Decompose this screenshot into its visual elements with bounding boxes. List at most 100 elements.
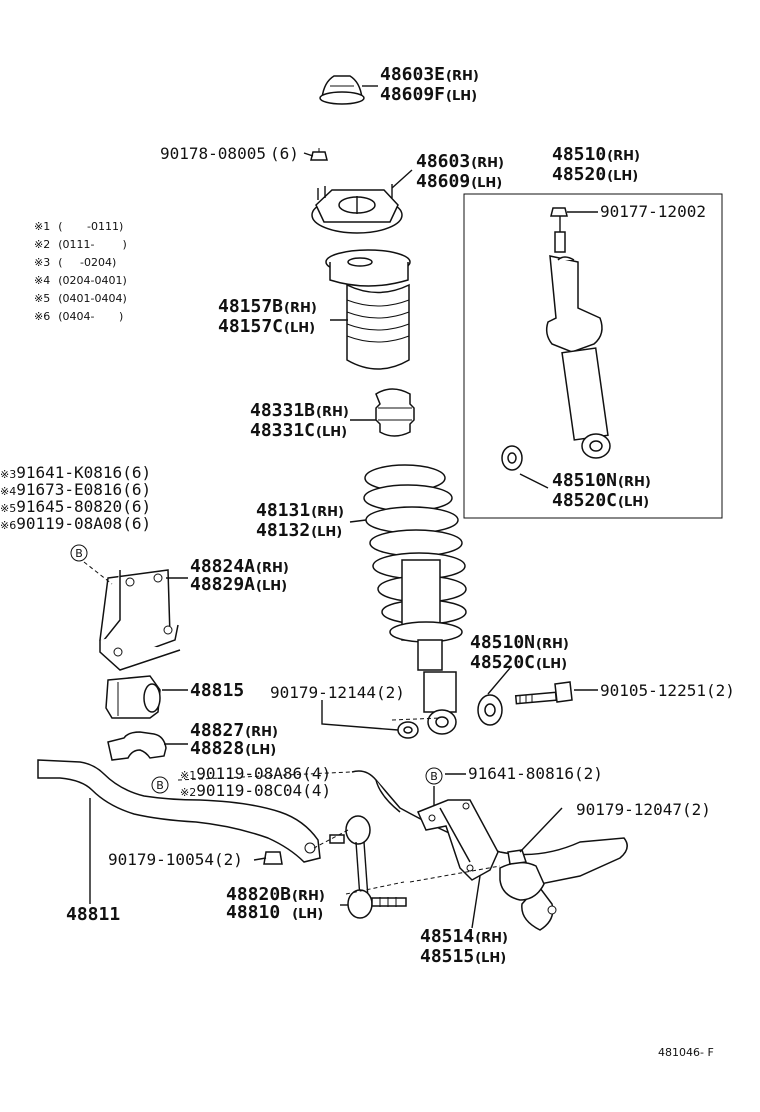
nut-90179-10054-drawing	[263, 851, 283, 865]
legend-mark-2: ※2(0111- )	[34, 238, 127, 251]
label-48520: 48520(LH)	[552, 164, 638, 185]
svg-text:※690119-08A08(6): ※690119-08A08(6)	[0, 514, 151, 533]
svg-text:90105-12251(2): 90105-12251(2)	[600, 681, 735, 700]
nut-90179-12144-drawing	[397, 721, 419, 739]
svg-text:48827(RH): 48827(RH)	[190, 720, 278, 741]
coil-spring-drawing	[363, 464, 467, 671]
label-48603: 48603(RH)	[416, 151, 504, 172]
svg-text:48810(LH): 48810(LH)	[226, 902, 323, 923]
stabilizer-bracket-drawing	[99, 569, 181, 671]
svg-text:48811: 48811	[66, 904, 120, 925]
svg-text:481046- F: 481046- F	[658, 1046, 714, 1059]
svg-text:48520C(LH): 48520C(LH)	[552, 490, 649, 511]
svg-text:90179-10054(2): 90179-10054(2)	[108, 850, 243, 869]
label-48520C-lower: 48520C(LH)	[470, 652, 567, 673]
svg-text:48824A(RH): 48824A(RH)	[190, 556, 289, 577]
bellows-drawing	[325, 249, 411, 370]
svg-text:90179-12144(2): 90179-12144(2)	[270, 683, 405, 702]
label-48157C: 48157C(LH)	[218, 316, 315, 337]
dust-cap-drawing	[319, 75, 365, 105]
label-48132: 48132(LH)	[256, 520, 342, 541]
stabilizer-link-drawing	[329, 815, 407, 919]
svg-text:48603E(RH): 48603E(RH)	[380, 64, 479, 85]
label-90105-12251: 90105-12251(2)	[600, 681, 735, 700]
svg-text:90177-12002: 90177-12002	[600, 202, 706, 221]
label-48811: 48811	[66, 904, 120, 925]
svg-text:※6(0404- ): ※6(0404- )	[34, 310, 123, 323]
legend-mark-4: ※4(0204-0401)	[34, 274, 127, 287]
nut-90178-drawing	[310, 148, 328, 161]
label-90179-10054: 90179-10054(2)	[108, 850, 243, 869]
legend-mark-6: ※6(0404- )	[34, 310, 123, 323]
svg-text:48157C(LH): 48157C(LH)	[218, 316, 315, 337]
bushing-lower-drawing	[477, 694, 503, 726]
label-90178-08005: 90178-08005(6)	[160, 144, 299, 163]
label-48827: 48827(RH)	[190, 720, 278, 741]
label-48828: 48828(LH)	[190, 738, 276, 759]
label-48331B: 48331B(RH)	[250, 400, 349, 421]
shock-absorber-box	[463, 193, 723, 519]
leader-lines	[83, 85, 598, 929]
label-48820B: 48820B(RH)	[226, 884, 325, 905]
label-48609F: 48609F(LH)	[380, 84, 477, 105]
svg-text:B: B	[430, 770, 438, 783]
upper-mount-drawing	[311, 184, 403, 234]
label-48131: 48131(RH)	[256, 500, 344, 521]
label-90119-08C04: ※290119-08C04(4)	[180, 781, 331, 800]
legend-mark-5: ※5(0401-0404)	[34, 292, 127, 305]
svg-text:※391641-K0816(6): ※391641-K0816(6)	[0, 463, 151, 482]
label-91641-80816: 91641-80816(2)	[468, 764, 603, 783]
svg-text:90178-08005(6): 90178-08005(6)	[160, 144, 299, 163]
legend-mark-3: ※3( -0204)	[34, 256, 116, 269]
svg-text:B: B	[75, 547, 83, 560]
svg-text:48828(LH): 48828(LH)	[190, 738, 276, 759]
svg-text:※1( -0111): ※1( -0111)	[34, 220, 123, 233]
bracket-bolt-alternate-4: ※690119-08A08(6)	[0, 514, 151, 533]
label-48510: 48510(RH)	[552, 144, 640, 165]
label-90179-12047: 90179-12047(2)	[576, 800, 711, 819]
bolt-90105-drawing	[514, 681, 573, 705]
stabilizer-clamp-drawing	[107, 731, 167, 761]
label-48603E: 48603E(RH)	[380, 64, 479, 85]
svg-text:48510(RH): 48510(RH)	[552, 144, 640, 165]
svg-text:48157B(RH): 48157B(RH)	[218, 296, 317, 317]
svg-text:※290119-08C04(4): ※290119-08C04(4)	[180, 781, 331, 800]
label-48510N-upper: 48510N(RH)	[552, 470, 651, 491]
bracket-bolt-alternate-1: ※391641-K0816(6)	[0, 463, 151, 482]
svg-text:48510N(RH): 48510N(RH)	[470, 632, 569, 653]
svg-text:48520C(LH): 48520C(LH)	[470, 652, 567, 673]
svg-text:B: B	[156, 779, 164, 792]
bracket-bolt-alternate-3: ※591645-80820(6)	[0, 497, 151, 516]
svg-text:※491673-E0816(6): ※491673-E0816(6)	[0, 480, 151, 499]
callout-b-2: B	[151, 776, 169, 794]
svg-text:48514(RH): 48514(RH)	[420, 926, 508, 947]
bump-stop-drawing	[375, 388, 415, 437]
callout-b-1: B	[70, 544, 88, 562]
label-90119-08A86: ※190119-08A86(4)	[180, 764, 331, 783]
svg-text:90179-12047(2): 90179-12047(2)	[576, 800, 711, 819]
label-48514: 48514(RH)	[420, 926, 508, 947]
label-48331C: 48331C(LH)	[250, 420, 347, 441]
svg-text:48510N(RH): 48510N(RH)	[552, 470, 651, 491]
label-48157B: 48157B(RH)	[218, 296, 317, 317]
label-48810: 48810(LH)	[226, 902, 323, 923]
svg-text:48603(RH): 48603(RH)	[416, 151, 504, 172]
svg-text:48132(LH): 48132(LH)	[256, 520, 342, 541]
label-48515: 48515(LH)	[420, 946, 506, 967]
svg-text:48131(RH): 48131(RH)	[256, 500, 344, 521]
label-90179-12144: 90179-12144(2)	[270, 683, 405, 702]
svg-text:※5(0401-0404): ※5(0401-0404)	[34, 292, 127, 305]
label-48829A: 48829A(LH)	[190, 574, 287, 595]
legend-mark-1: ※1( -0111)	[34, 220, 123, 233]
shock-lower-bracket-drawing	[416, 799, 499, 881]
label-48824A: 48824A(RH)	[190, 556, 289, 577]
callout-b-3: B	[425, 767, 443, 785]
svg-text:48515(LH): 48515(LH)	[420, 946, 506, 967]
svg-text:※4(0204-0401): ※4(0204-0401)	[34, 274, 127, 287]
svg-text:※591645-80820(6): ※591645-80820(6)	[0, 497, 151, 516]
label-48510N-lower: 48510N(RH)	[470, 632, 569, 653]
label-48520C-upper: 48520C(LH)	[552, 490, 649, 511]
svg-text:48609F(LH): 48609F(LH)	[380, 84, 477, 105]
